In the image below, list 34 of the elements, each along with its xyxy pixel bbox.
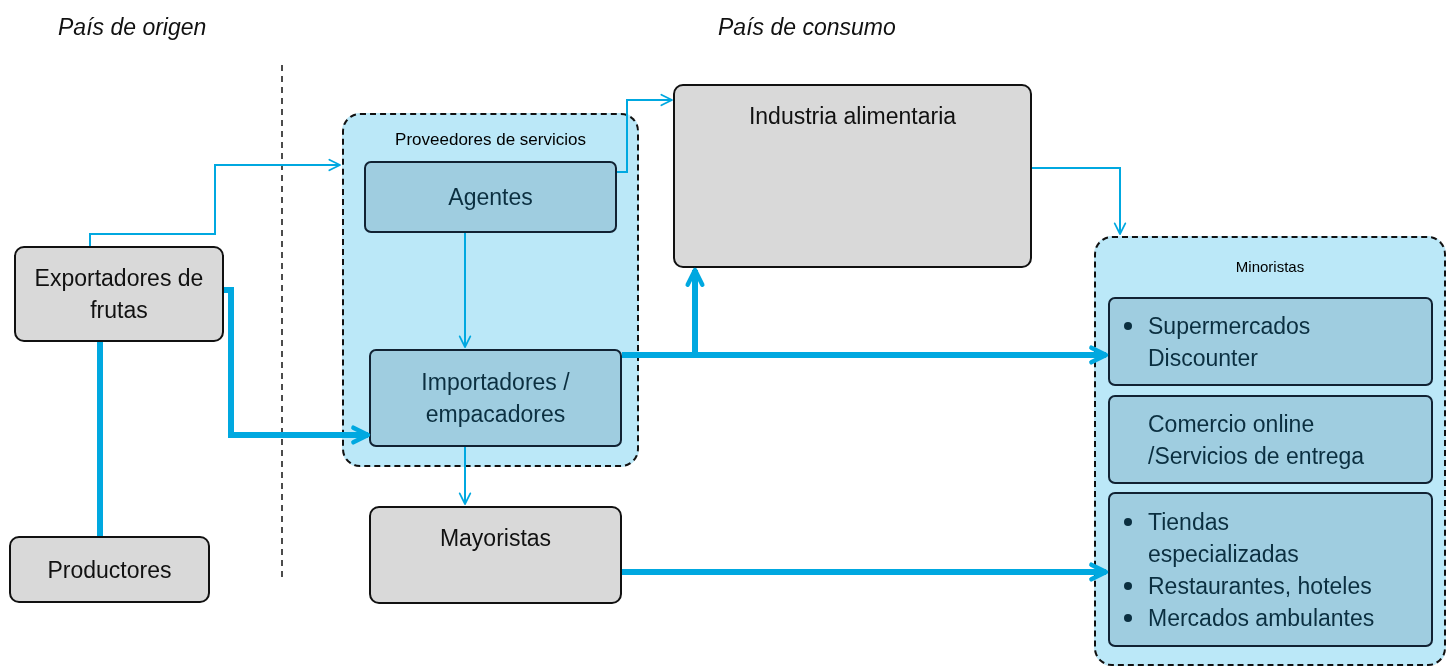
node-label: Industria alimentaria	[747, 102, 958, 131]
node-label: Restaurantes, hoteles	[1148, 571, 1373, 601]
process-box	[9, 536, 210, 603]
arrow	[89, 158, 341, 247]
node-label: Comercio online /Servicios de entrega	[1148, 409, 1366, 471]
arrow	[458, 232, 472, 348]
list-box	[1108, 492, 1433, 647]
arrow	[1031, 167, 1127, 235]
arrow	[622, 562, 1109, 582]
group-box	[342, 113, 639, 467]
node-label: Tiendas especializadas	[1148, 507, 1300, 569]
arrow	[616, 93, 673, 173]
list-box	[1108, 395, 1433, 484]
process-box	[14, 246, 224, 342]
process-box	[369, 506, 622, 604]
node-label: Mayoristas	[438, 524, 553, 553]
arrow	[458, 446, 472, 505]
region-heading: País de consumo	[718, 14, 896, 41]
node-label: Exportadores de frutas	[34, 264, 204, 325]
process-box	[369, 349, 622, 447]
process-box	[364, 161, 617, 233]
node-label: Mercados ambulantes	[1148, 603, 1376, 633]
group-title: Minoristas	[1234, 257, 1306, 277]
connector-line	[97, 342, 103, 536]
group-box	[1094, 236, 1446, 666]
node-label: Agentes	[447, 183, 534, 212]
node-label: Productores	[46, 555, 173, 585]
arrow	[224, 287, 371, 445]
process-box	[673, 84, 1032, 268]
node-label: Importadores / empacadores	[420, 368, 571, 429]
node-label: Supermercados Discounter	[1148, 311, 1312, 373]
list-box	[1108, 297, 1433, 386]
group-title: Proveedores de servicios	[394, 129, 587, 151]
region-heading: País de origen	[58, 14, 207, 41]
